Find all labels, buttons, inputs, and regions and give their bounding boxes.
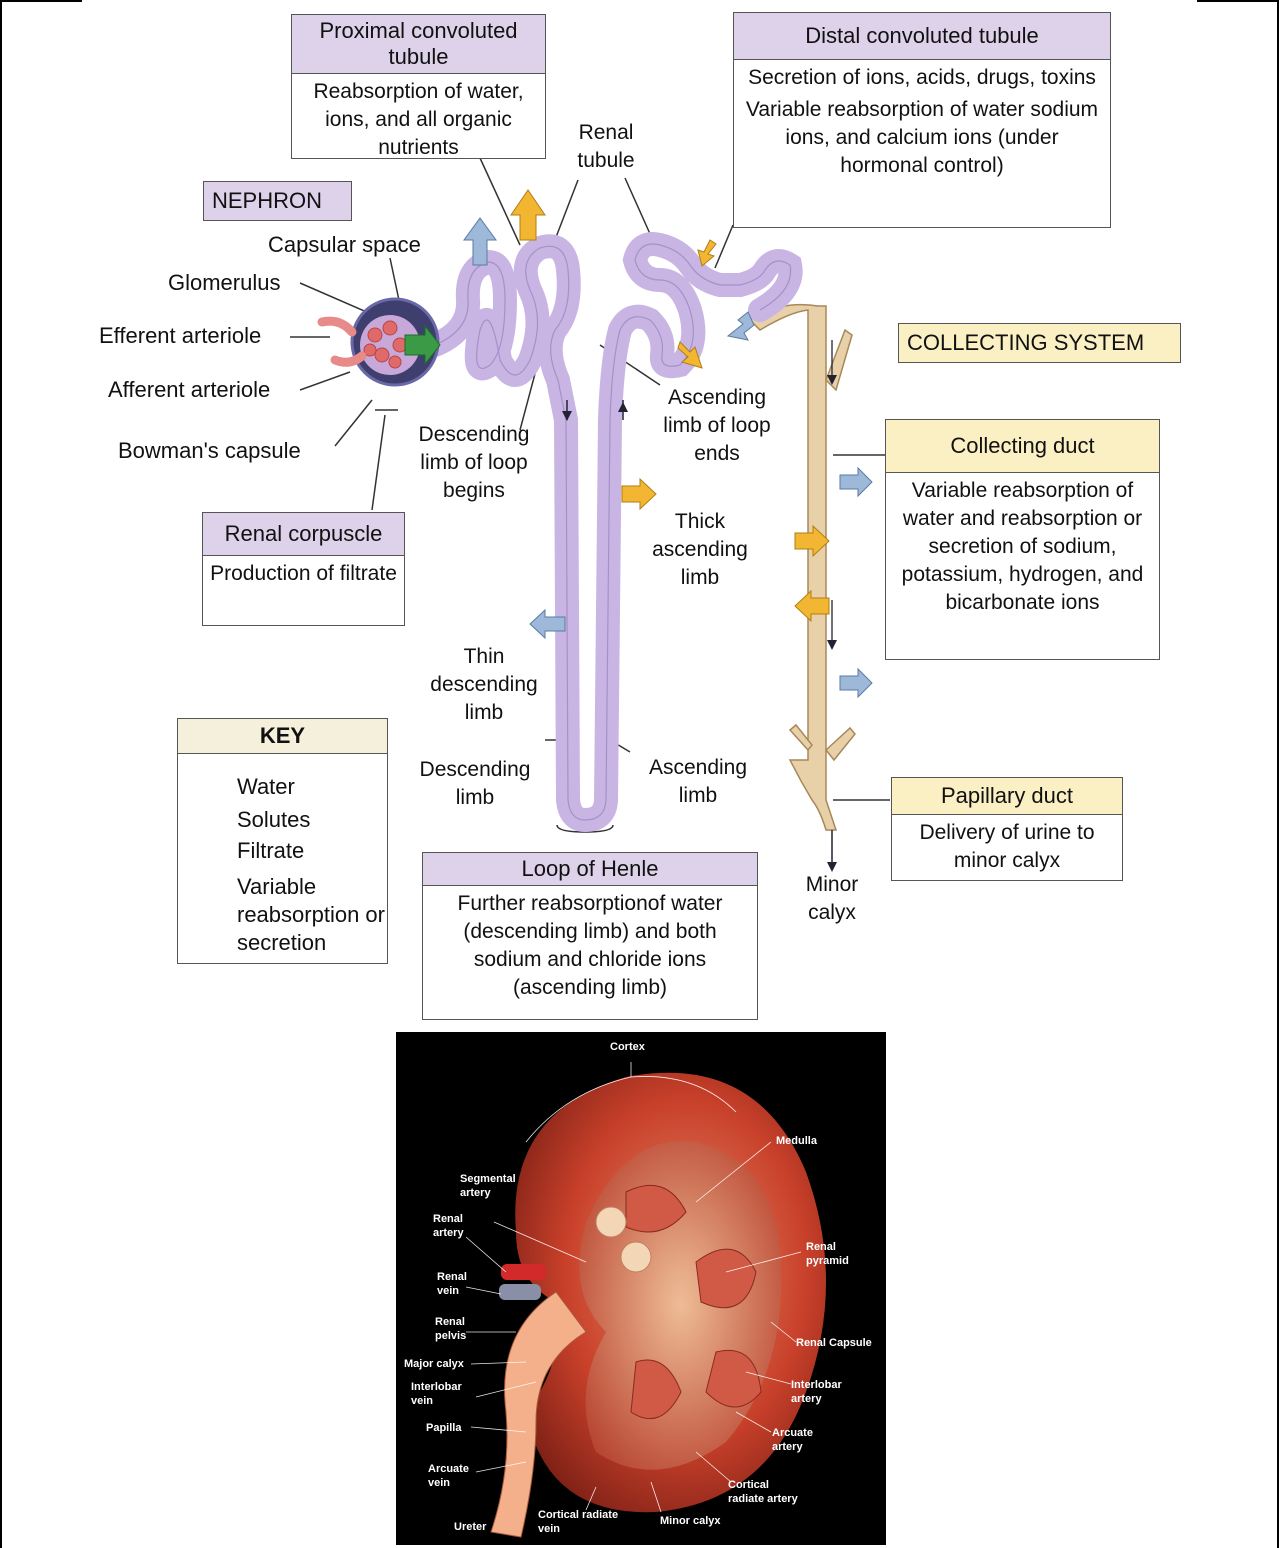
papillary-duct-box: Papillary duct Delivery of urine to mino… (891, 777, 1123, 881)
bowmans-capsule-label: Bowman's capsule (118, 437, 301, 465)
renal-tubule-label: Renal tubule (568, 119, 644, 175)
afferent-arteriole-label: Afferent arteriole (108, 376, 270, 404)
kidney-label-renal-artery: Renal artery (433, 1212, 464, 1240)
key-variable-label: Variable reabsorption or secretion (237, 873, 385, 957)
renal-corpuscle-body: Production of filtrate (203, 556, 404, 592)
descending-limb-label: Descending limb (405, 756, 545, 812)
kidney-label-interlobar-vein: Interlobar vein (411, 1380, 462, 1408)
glomerulus-label: Glomerulus (168, 269, 280, 297)
kidney-label-major-calyx: Major calyx (404, 1357, 464, 1371)
kidney-cross-section-image: Cortex Medulla Segmental artery Renal ar… (396, 1032, 886, 1545)
dct-body-2: Variable reabsorption of water sodium io… (734, 96, 1110, 184)
kidney-label-arcuate-artery: Arcuate artery (772, 1426, 813, 1454)
papillary-duct-body: Delivery of urine to minor calyx (892, 815, 1122, 879)
collecting-duct-box: Collecting duct Variable reabsorption of… (885, 419, 1160, 660)
dct-box: Distal convoluted tubule Secretion of io… (733, 12, 1111, 228)
kidney-label-cortical-radiate-artery: Cortical radiate artery (728, 1478, 798, 1506)
kidney-label-renal-vein: Renal vein (437, 1270, 467, 1298)
kidney-label-cortex: Cortex (610, 1040, 645, 1054)
key-filtrate-label: Filtrate (237, 837, 304, 865)
collecting-system-tag: COLLECTING SYSTEM (898, 323, 1181, 363)
kidney-label-ureter: Ureter (454, 1520, 486, 1534)
kidney-label-cortical-radiate-vein: Cortical radiate vein (538, 1508, 618, 1536)
kidney-label-renal-pyramid: Renal pyramid (806, 1240, 849, 1268)
ascending-limb-ends-label: Ascending limb of loop ends (655, 384, 779, 468)
minor-calyx-label: Minor calyx (795, 871, 869, 927)
ascending-limb-label: Ascending limb (636, 754, 760, 810)
loop-of-henle-box: Loop of Henle Further reabsorptionof wat… (422, 852, 758, 1020)
loop-of-henle-body: Further reabsorptionof water (descending… (423, 886, 757, 1006)
key-water-label: Water (237, 773, 295, 801)
efferent-arteriole-label: Efferent arteriole (99, 322, 261, 350)
key-title: KEY (178, 719, 387, 754)
renal-corpuscle-title: Renal corpuscle (203, 513, 404, 556)
kidney-label-renal-capsule: Renal Capsule (796, 1336, 872, 1350)
kidney-label-segmental-artery: Segmental artery (460, 1172, 516, 1200)
kidney-label-arcuate-vein: Arcuate vein (428, 1462, 469, 1490)
key-solutes-label: Solutes (237, 806, 310, 834)
kidney-label-minor-calyx: Minor calyx (660, 1514, 721, 1528)
dct-title: Distal convoluted tubule (734, 13, 1110, 60)
pct-title: Proximal convoluted tubule (292, 15, 545, 74)
pct-box: Proximal convoluted tubule Reabsorption … (291, 14, 546, 159)
thick-ascending-limb-label: Thick ascending limb (640, 508, 760, 592)
thin-descending-limb-label: Thin descending limb (416, 643, 552, 727)
descending-limb-begins-label: Descending limb of loop begins (404, 421, 544, 505)
pct-body: Reabsorption of water, ions, and all org… (292, 74, 545, 166)
loop-of-henle-title: Loop of Henle (423, 853, 757, 886)
kidney-label-interlobar-artery: Interlobar artery (791, 1378, 842, 1406)
papillary-duct-title: Papillary duct (892, 778, 1122, 815)
renal-corpuscle-box: Renal corpuscle Production of filtrate (202, 512, 405, 626)
kidney-label-papilla: Papilla (426, 1421, 461, 1435)
kidney-label-medulla: Medulla (776, 1134, 817, 1148)
kidney-label-renal-pelvis: Renal pelvis (435, 1315, 466, 1343)
collecting-duct-body: Variable reabsorption of water and reabs… (886, 473, 1159, 621)
capsular-space-label: Capsular space (268, 231, 421, 259)
dct-body-1: Secretion of ions, acids, drugs, toxins (734, 60, 1110, 96)
nephron-tag: NEPHRON (203, 181, 352, 221)
collecting-duct-title: Collecting duct (886, 420, 1159, 473)
